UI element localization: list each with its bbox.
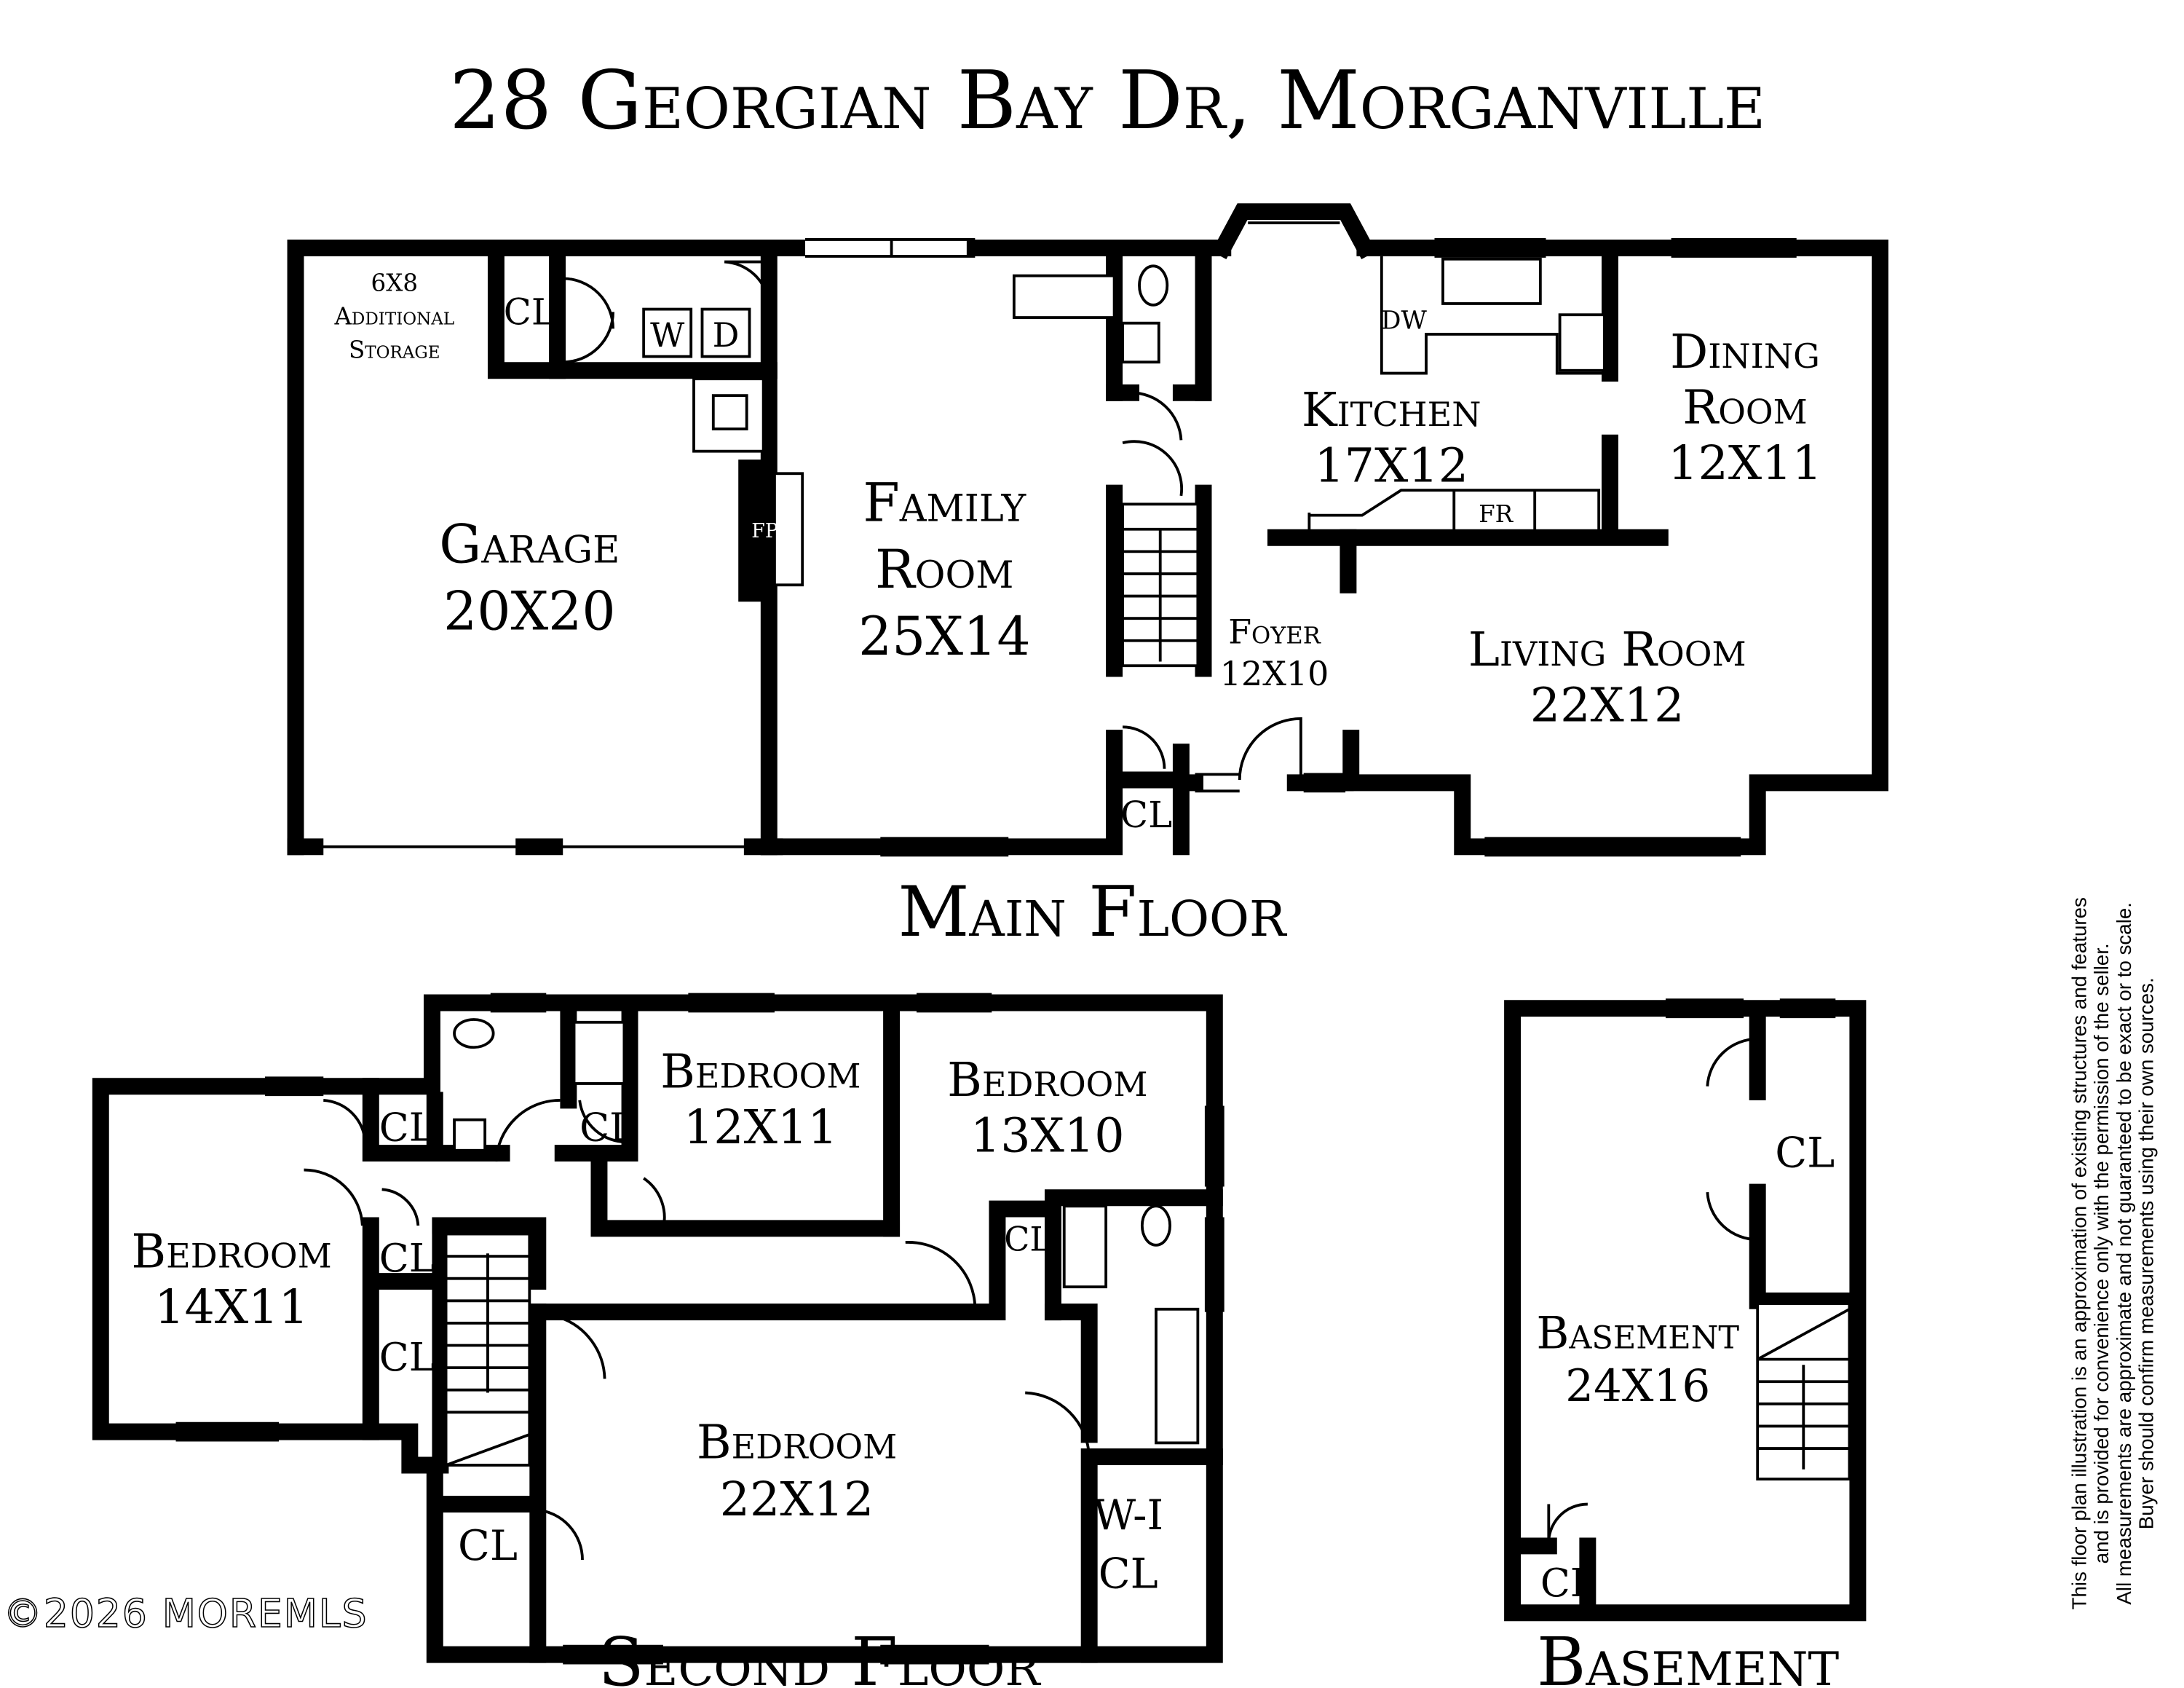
bedroom-master-label: Bedroom <box>697 1415 897 1470</box>
garage-size: 20X20 <box>443 581 616 642</box>
bedroom-master-size: 22X12 <box>720 1472 874 1527</box>
foyer-size: 12X10 <box>1220 654 1329 693</box>
kitchen-sink-icon <box>1441 257 1542 305</box>
dryer-label: D <box>713 315 740 355</box>
walk-in-closet-label-2: CL <box>1099 1549 1158 1598</box>
second-floor-plan <box>92 993 1224 1665</box>
left-closet-2-label: CL <box>379 1334 435 1380</box>
foyer-closet-label: CL <box>1120 794 1172 836</box>
disclaimer: This floor plan illustration is an appro… <box>2068 897 2158 1609</box>
foyer-label: Foyer <box>1228 612 1321 652</box>
family-room-size: 25X14 <box>858 607 1031 668</box>
garage-label: Garage <box>439 515 620 576</box>
main-floor-labels: 6X8 Additional Storage CL W D Garage 20X… <box>333 269 1821 953</box>
kitchen-label: Kitchen <box>1302 383 1481 438</box>
left-closet-1-label: CL <box>379 1235 435 1281</box>
basement-label: Basement <box>1536 1307 1739 1359</box>
fireplace-icon <box>738 460 769 602</box>
dining-room-label-1: Dining <box>1670 325 1820 379</box>
bedroom-left-label: Bedroom <box>131 1224 331 1279</box>
bedroom-mid-label: Bedroom <box>660 1045 860 1100</box>
storage-label-1: Additional <box>333 303 454 331</box>
disclaimer-line-4: Buyer should confirm measurements using … <box>2134 977 2157 1529</box>
bedroom-right-size: 13X10 <box>970 1109 1125 1164</box>
bedroom-mid-size: 12X11 <box>684 1100 838 1155</box>
second-floor-label: Second Floor <box>598 1623 1042 1688</box>
shower-icon <box>572 1020 626 1085</box>
watermark: ©2026 MOREMLS <box>3 1590 368 1636</box>
bath-sink-icon <box>1121 321 1160 364</box>
main-floor-plan <box>287 203 1888 857</box>
disclaimer-line-3: All measurements are approximate and not… <box>2113 902 2135 1605</box>
bedroom-closet-label: CL <box>579 1104 636 1150</box>
stove-icon <box>1558 313 1606 372</box>
page-title: 28 Georgian Bay Dr, Morganville <box>449 54 1765 148</box>
vanity-icon <box>1155 1307 1200 1445</box>
kitchen-size: 17X12 <box>1314 439 1468 494</box>
bath-closet-label: CL <box>1004 1219 1052 1258</box>
dryer-icon <box>700 307 751 358</box>
living-room-label: Living Room <box>1468 623 1746 677</box>
fireplace-label: FP <box>751 520 778 543</box>
stairs-icon <box>1121 502 1200 668</box>
basement-floor-label: Basement <box>1537 1623 1839 1688</box>
toilet-icon <box>1138 264 1169 307</box>
storage-size: 6X8 <box>371 269 418 297</box>
bedroom-right-label: Bedroom <box>947 1053 1147 1108</box>
disclaimer-line-2: and is provided for convenience only wit… <box>2090 943 2113 1563</box>
family-room-label-1: Family <box>863 473 1026 534</box>
dining-room-label-2: Room <box>1682 380 1807 435</box>
dining-room-size: 12X11 <box>1668 436 1822 491</box>
basement-closet-lower-label: CL <box>1540 1560 1597 1606</box>
washer-label: W <box>650 315 685 355</box>
living-room-size: 22X12 <box>1530 679 1685 733</box>
family-room-label-2: Room <box>875 540 1014 601</box>
basement-size: 24X16 <box>1565 1360 1710 1412</box>
disclaimer-line-1: This floor plan illustration is an appro… <box>2068 897 2091 1609</box>
bedroom-left-size: 14X11 <box>154 1280 309 1335</box>
shower-icon <box>1062 1204 1108 1289</box>
master-closet-label: CL <box>458 1521 518 1570</box>
washer-icon <box>642 307 693 358</box>
walk-in-closet-label-1: W-I <box>1093 1491 1163 1539</box>
stairs-icon <box>444 1232 531 1467</box>
toilet-icon <box>453 1018 495 1049</box>
storage-label-2: Storage <box>349 336 440 364</box>
fridge-label: FR <box>1479 500 1514 528</box>
toilet-icon <box>1140 1204 1172 1247</box>
main-floor-label: Main Floor <box>898 871 1288 953</box>
basement-labels: CL Basement 24X16 CL Basement <box>1536 1129 1839 1688</box>
dishwasher-label: DW <box>1381 306 1428 335</box>
hall-closet-label: CL <box>379 1104 435 1150</box>
basement-plan <box>1504 998 1867 1622</box>
storage-closet-label: CL <box>504 291 555 334</box>
bath-sink-icon <box>453 1118 487 1152</box>
second-floor-labels: Bedroom 14X11 Bedroom 12X11 Bedroom 13X1… <box>131 1045 1163 1688</box>
stairs-icon <box>1756 1302 1851 1481</box>
basement-closet-upper-label: CL <box>1775 1129 1835 1178</box>
